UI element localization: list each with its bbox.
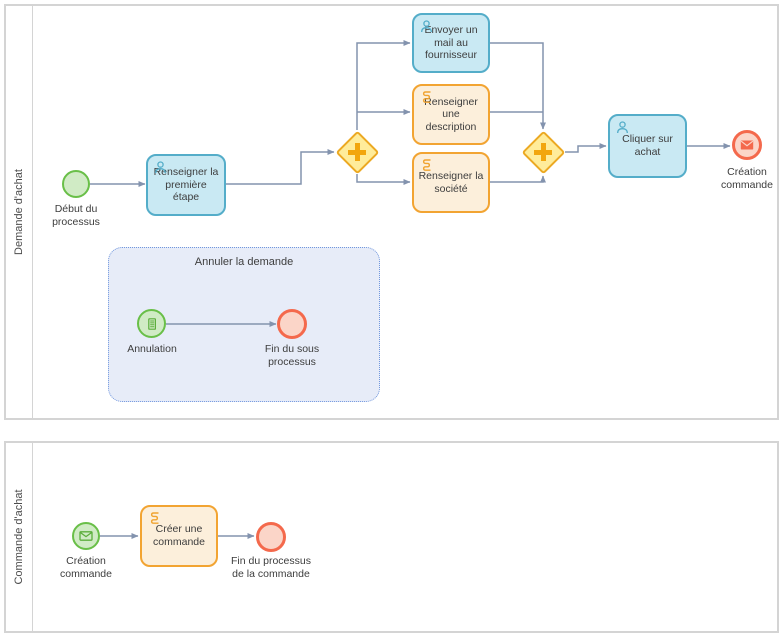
pool-header-demande-achat[interactable]: Demande d'achat — [6, 6, 33, 418]
start-event-creation-commande[interactable] — [72, 522, 100, 550]
user-icon — [617, 121, 628, 134]
pool-label: Commande d'achat — [13, 489, 25, 585]
start-event-label: Création commande — [60, 555, 112, 581]
end-event-sous-processus-label: Fin du sous processus — [264, 343, 320, 369]
envelope-icon — [79, 531, 93, 541]
event-annulation[interactable] — [137, 309, 166, 338]
end-event-fin-commande-label: Fin du processus de la commande — [231, 555, 311, 581]
task-label: Renseigner la première étape — [153, 166, 219, 204]
end-event-fin-commande[interactable] — [256, 522, 286, 552]
user-icon — [155, 161, 166, 174]
task-label: Renseigner une description — [424, 95, 478, 133]
task-cliquer-achat[interactable]: Cliquer sur achat — [608, 114, 687, 178]
document-icon — [147, 317, 156, 330]
task-creer-commande[interactable]: Créer une commande — [140, 505, 218, 567]
pool-header-commande-achat[interactable]: Commande d'achat — [6, 443, 33, 631]
end-event-sous-processus[interactable] — [277, 309, 307, 339]
pool-commande-achat: Commande d'achat — [4, 441, 779, 633]
script-icon — [422, 91, 431, 103]
task-label: Cliquer sur achat — [622, 133, 673, 158]
event-annulation-label: Annulation — [127, 343, 177, 355]
task-premiere-etape[interactable]: Renseigner la première étape — [146, 154, 226, 216]
task-societe[interactable]: Renseigner la société — [412, 152, 490, 213]
task-envoyer-mail[interactable]: Envoyer un mail au fournisseur — [412, 13, 490, 73]
user-icon — [421, 20, 432, 33]
task-label: Envoyer un mail au fournisseur — [424, 24, 478, 62]
subprocess-title: Annuler la demande — [194, 256, 294, 268]
end-event-creation-commande[interactable] — [732, 130, 762, 160]
end-event-label: Création commande — [721, 166, 773, 192]
script-icon — [422, 159, 431, 171]
start-event-debut[interactable] — [62, 170, 90, 198]
task-description[interactable]: Renseigner une description — [412, 84, 490, 145]
task-label: Créer une commande — [153, 523, 205, 548]
script-icon — [150, 512, 159, 524]
task-label: Renseigner la société — [418, 169, 484, 195]
pool-label: Demande d'achat — [13, 169, 25, 255]
envelope-icon — [740, 140, 754, 150]
start-event-label: Début du processus — [52, 203, 100, 229]
